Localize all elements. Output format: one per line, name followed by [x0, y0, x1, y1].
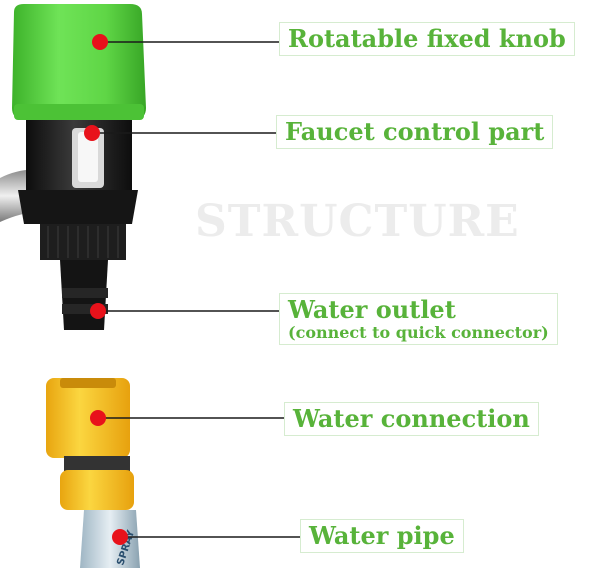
label-water-outlet: Water outlet (connect to quick connector… — [279, 293, 558, 345]
label-water-connection: Water connection — [284, 402, 539, 436]
rotatable-knob-part — [12, 4, 146, 120]
faucet-control-body — [18, 120, 138, 330]
label-rotatable-knob-text: Rotatable fixed knob — [288, 24, 566, 53]
markers — [84, 34, 128, 545]
yellow-connector — [46, 378, 134, 510]
marker-dot-pipe — [112, 529, 128, 545]
marker-dot-faucet — [84, 125, 100, 141]
water-pipe: SPRAY — [80, 510, 140, 568]
marker-dot-connection — [90, 410, 106, 426]
marker-dot-outlet — [90, 303, 106, 319]
label-water-pipe: Water pipe — [300, 519, 464, 553]
label-water-outlet-text: Water outlet — [288, 295, 456, 324]
label-water-outlet-subtext: (connect to quick connector) — [288, 323, 549, 342]
leader-lines — [92, 41, 302, 538]
label-faucet-control-text: Faucet control part — [285, 117, 545, 146]
structure-watermark: STRUCTURE — [195, 196, 520, 247]
label-faucet-control: Faucet control part — [276, 115, 554, 149]
label-water-pipe-text: Water pipe — [309, 521, 455, 550]
marker-dot-knob — [92, 34, 108, 50]
label-rotatable-knob: Rotatable fixed knob — [279, 22, 575, 56]
label-water-connection-text: Water connection — [293, 404, 530, 433]
